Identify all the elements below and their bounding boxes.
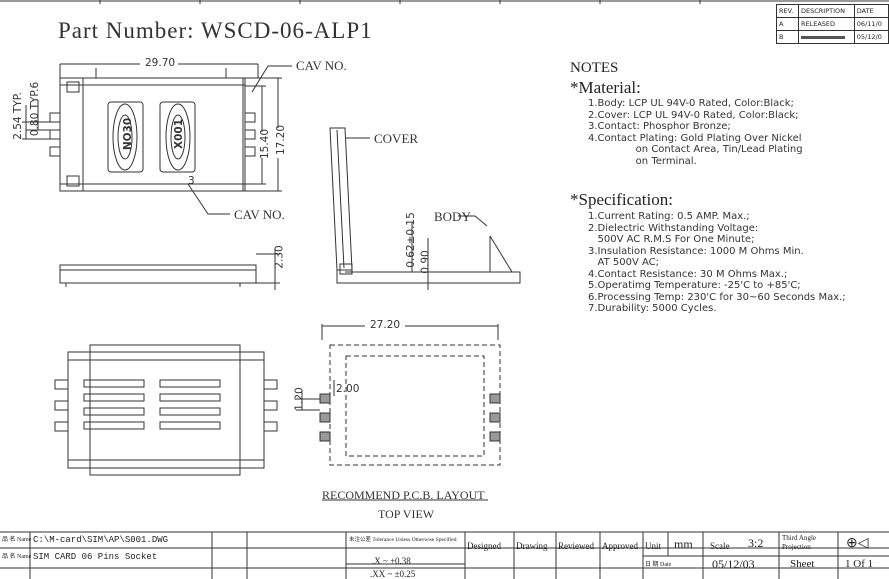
revision-description — [797, 30, 855, 44]
dimension-0-62: 0.62±0.15 — [404, 212, 417, 268]
approved-label: Approved — [602, 541, 638, 551]
revision-date: 05/12/0 — [853, 30, 889, 44]
sheet-label: Sheet — [790, 558, 815, 570]
date-header: DATE — [853, 4, 889, 18]
dimension-0-90: 0.90 — [419, 250, 432, 274]
dimension-27-20: 27.20 — [370, 319, 401, 331]
specification-list: 1.Current Rating: 0.5 AMP. Max.; 2.Diele… — [588, 211, 846, 315]
dimension-2-00: 2.00 — [336, 383, 360, 395]
specification-item: AT 500V AC; — [588, 257, 660, 268]
dimension-2-54: 2.54 TYP. — [11, 92, 24, 140]
specification-item: 5.Operatimg Temperature: -25'C to +85'C; — [588, 280, 801, 291]
sheet-value: 1 Of 1 — [845, 558, 874, 570]
file-path: C:\M-card\SIM\AP\S001.DWG — [33, 535, 169, 545]
tolerance-header: 未注公差 Tolerance Unless Otherwise Specifie… — [349, 537, 457, 543]
notes-heading: NOTES — [570, 60, 619, 76]
revision-header-row: REV. DESCRIPTION DATE — [776, 4, 889, 18]
specification-heading: *Specification: — [570, 190, 673, 209]
part-name: SIM CARD 06 Pins Socket — [33, 552, 158, 562]
pcb-layout-drawing — [329, 344, 501, 466]
scale-label: Scale — [710, 541, 730, 551]
scale-value: 3:2 — [748, 536, 764, 550]
dimension-2-30: 2.30 — [273, 245, 286, 269]
dimension-17-20: 17.20 — [275, 124, 288, 156]
revision-row: B 05/12/0 — [776, 30, 889, 44]
tolerance-x: .X ~ ±0.38 — [372, 556, 411, 566]
bottom-view-drawing — [54, 344, 278, 476]
cavity-marking-right: X001 — [173, 118, 186, 150]
designed-label: Designed — [467, 541, 501, 551]
revision-row: A RELEASED 06/11/0 — [776, 17, 889, 31]
side-view-drawing — [59, 248, 280, 290]
drawing-label: Drawing — [516, 541, 548, 551]
specification-item: 7.Durability: 5000 Cycles. — [588, 303, 717, 314]
rev-header: REV. — [776, 4, 799, 18]
material-item: 1.Body: LCP UL 94V-0 Rated, Color:Black; — [588, 98, 794, 109]
material-item: 4.Contact Plating: Gold Plating Over Nic… — [588, 132, 802, 144]
cover-body-drawing — [329, 127, 521, 290]
top-view-caption: TOP VIEW — [378, 507, 435, 521]
file-name-label: 品 名 Name — [2, 537, 32, 543]
revision-description-scribble — [800, 35, 845, 39]
specification-item: 1.Current Rating: 0.5 AMP. Max.; — [588, 211, 750, 222]
date-value: 05/12/03 — [712, 557, 755, 571]
cav-no-label-top: CAV NO. — [296, 58, 347, 73]
pcb-layout-caption: RECOMMEND P.C.B. LAYOUT — [322, 488, 485, 502]
date-label: 日 期 Date — [645, 562, 672, 568]
material-item: 3.Contact: Phosphor Bronze; — [588, 121, 731, 132]
material-item: on Contact Area, Tin/Lead Plating — [588, 144, 803, 155]
dimension-1-20: 1.20 — [293, 387, 306, 411]
revision-code: B — [776, 30, 799, 44]
part-number-title: Part Number: WSCD-06-ALP1 — [58, 18, 373, 43]
material-item: 2.Cover: LCP UL 94V-0 Rated, Color:Black… — [588, 109, 799, 121]
material-item: on Terminal. — [588, 155, 697, 167]
revision-description: RELEASED — [797, 17, 855, 31]
cav-digit-label: 3 — [188, 175, 195, 187]
specification-item: 6.Processing Temp: 230'C for 30~60 Secon… — [588, 291, 846, 303]
revision-table: REV. DESCRIPTION DATE A RELEASED 06/11/0… — [776, 4, 889, 44]
material-list: 1.Body: LCP UL 94V-0 Rated, Color:Black;… — [588, 98, 803, 167]
top-view-drawing — [22, 63, 292, 215]
cavity-marking-left: NO30 — [122, 117, 135, 151]
cover-label: COVER — [374, 131, 419, 146]
revision-date: 06/11/0 — [853, 17, 889, 31]
tolerance-xx: .XX ~ ±0.25 — [370, 569, 416, 579]
dimension-0-80: 0.80 TYP.6 — [29, 81, 42, 137]
body-label: BODY — [434, 209, 471, 224]
reviewed-label: Reviewed — [558, 541, 594, 551]
dimension-29-70: 29.70 — [145, 57, 176, 69]
description-header: DESCRIPTION — [797, 4, 855, 18]
specification-item: 2.Dielectric Withstanding Voltage: — [588, 222, 759, 234]
part-name-label: 品 名 Name — [2, 554, 32, 560]
revision-code: A — [776, 17, 799, 31]
dimension-15-40: 15.40 — [259, 128, 272, 160]
third-angle-projection-icon: ⊕◁ — [846, 536, 869, 551]
specification-item: 3.Insulation Resistance: 1000 M Ohms Min… — [588, 245, 804, 257]
specification-item: 500V AC R.M.S For One Minute; — [588, 234, 755, 245]
cav-no-label-bottom: CAV NO. — [234, 207, 285, 222]
material-heading: *Material: — [570, 78, 641, 97]
unit-label: Unit — [645, 541, 662, 551]
unit-value: mm — [674, 537, 693, 551]
specification-item: 4.Contact Resistance: 30 M Ohms Max.; — [588, 268, 788, 280]
projection-label: Third Angle Projection — [782, 534, 817, 551]
